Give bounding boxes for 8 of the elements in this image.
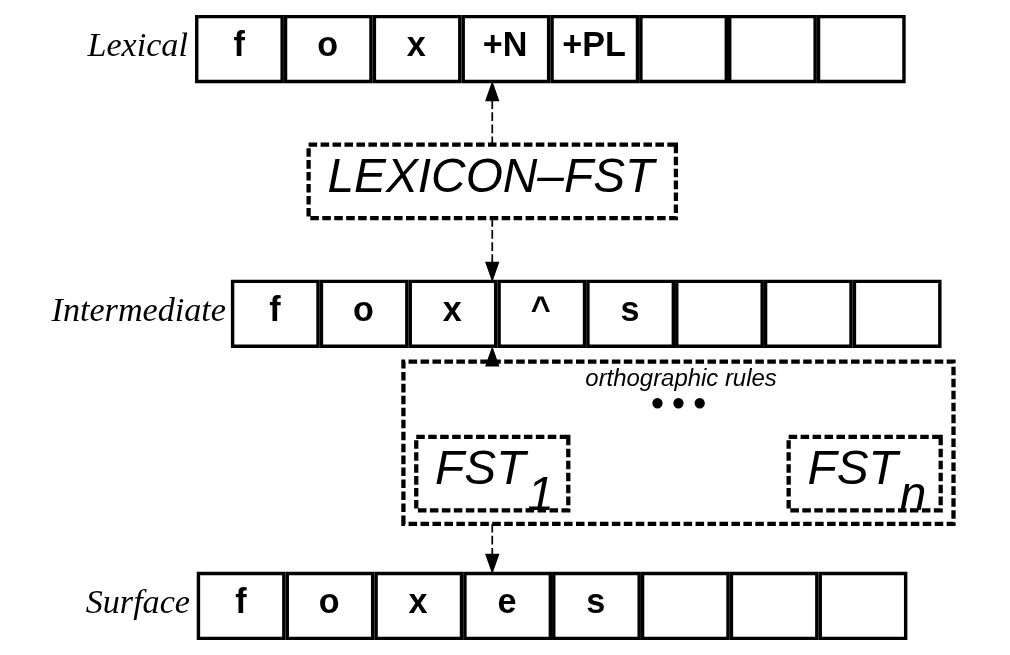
arrow (484, 80, 499, 146)
node-label: Surface (85, 582, 190, 620)
node-label: Intermediate (51, 290, 226, 328)
arrow (484, 346, 499, 367)
arrow (484, 217, 499, 283)
node-box: LEXICON–FST (306, 142, 678, 221)
arrow (484, 523, 499, 575)
node-label: Lexical (86, 25, 188, 63)
